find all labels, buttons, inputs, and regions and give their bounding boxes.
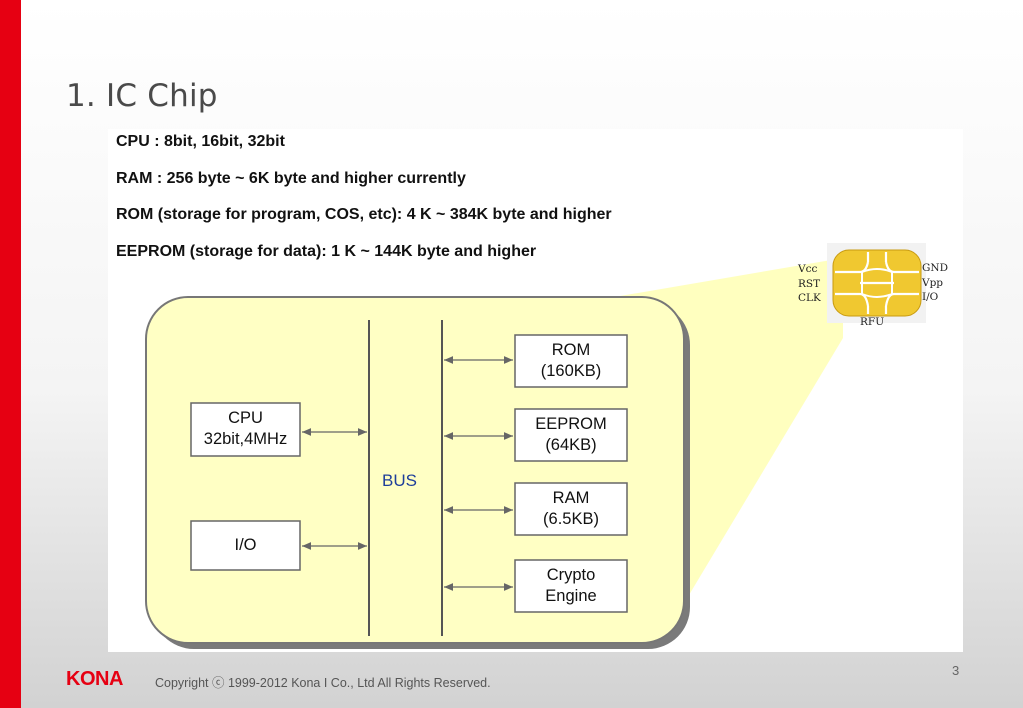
pin-io: I/O — [922, 291, 939, 303]
rom-block-label: ROM (160KB) — [540, 341, 602, 380]
pin-vcc: Vcc — [798, 263, 818, 275]
spec-ram: RAM : 256 byte ~ 6K byte and higher curr… — [116, 170, 466, 187]
rom-block — [514, 334, 628, 388]
crypto-block — [514, 559, 628, 613]
pin-vpp: Vpp — [922, 277, 944, 289]
spec-cpu: CPU : 8bit, 16bit, 32bit — [116, 133, 285, 150]
ram-block-label: RAM (6.5KB) — [543, 489, 599, 528]
io-block-label: I/O — [234, 536, 257, 554]
eeprom-block-label: EEPROM (64KB) — [535, 415, 607, 454]
io-block — [190, 520, 301, 571]
pin-rst: RST — [798, 278, 821, 290]
page-title: 1. IC Chip — [66, 78, 218, 114]
cpu-block — [190, 402, 301, 457]
spec-rom: ROM (storage for program, COS, etc): 4 K… — [116, 206, 612, 223]
cpu-block-label: CPU 32bit,4MHz — [203, 409, 288, 448]
copyright-text: Copyright ⓒ 1999-2012 Kona I Co., Ltd Al… — [155, 676, 491, 690]
bus-label: BUS — [382, 471, 417, 490]
ram-block — [514, 482, 628, 536]
chip-contact-icon — [827, 243, 926, 323]
pin-rfu: RFU — [860, 316, 885, 328]
spec-eeprom: EEPROM (storage for data): 1 K ~ 144K by… — [116, 243, 537, 260]
eeprom-block — [514, 408, 628, 462]
pin-clk: CLK — [798, 292, 821, 304]
page-number: 3 — [952, 663, 960, 678]
crypto-block-label: Crypto Engine — [545, 566, 597, 605]
accent-side-bar — [0, 0, 21, 708]
kona-logo: KONA — [66, 668, 123, 690]
pin-gnd: GND — [922, 262, 948, 274]
